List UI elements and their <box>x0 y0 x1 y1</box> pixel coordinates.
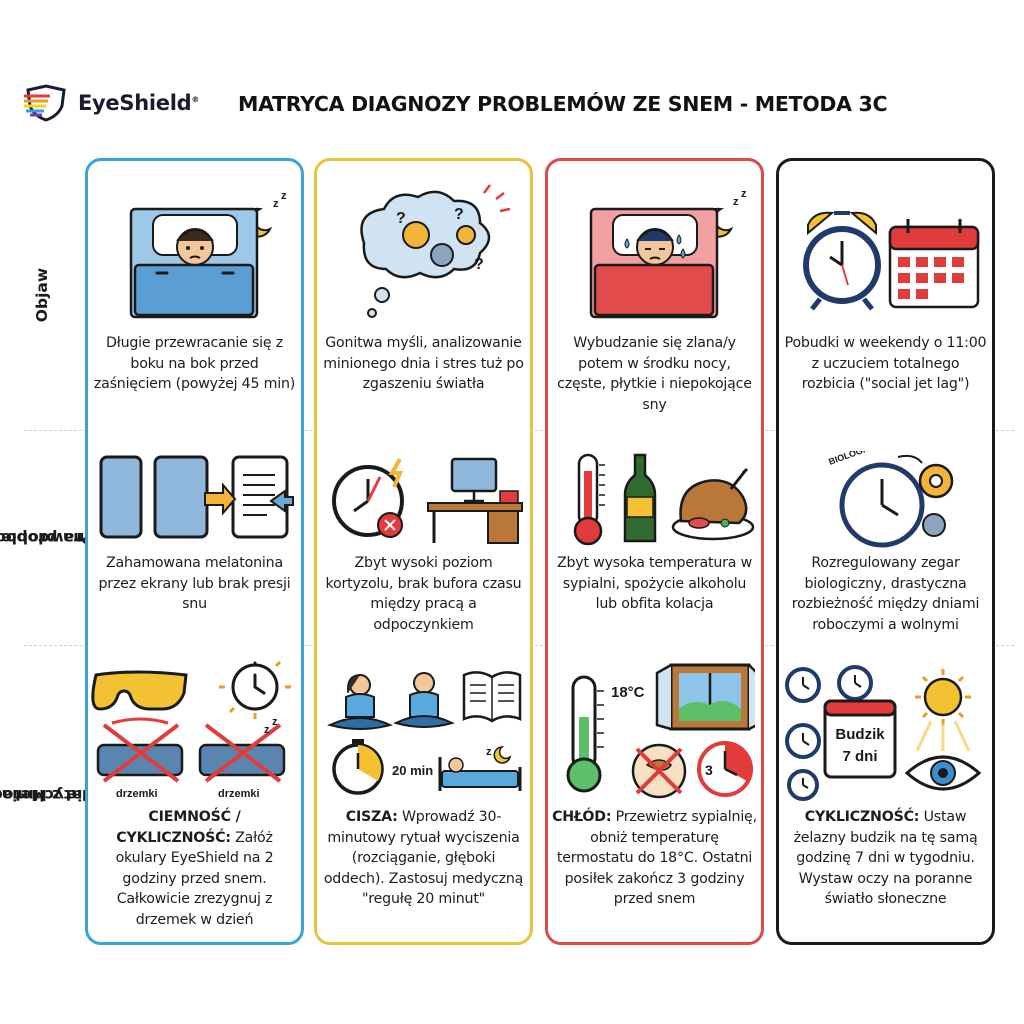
alarm-days-label: 7 dni <box>842 748 877 765</box>
alarm-clocks-icon <box>784 665 873 801</box>
fix-text: CISZA: Wprowadź 30-minutowy rytuał wycis… <box>323 809 524 907</box>
racing-thoughts-icon: ? ? ? <box>359 184 510 318</box>
column-silence: ? ? ? Gonitwa myśli, analizowanie minion… <box>314 158 533 945</box>
fix-text: CYKLICZNOŚĆ: Ustaw żelazny budzik na tę … <box>793 809 978 907</box>
thermometer-icon <box>566 675 604 793</box>
svg-text:z: z <box>281 190 287 202</box>
open-window-icon <box>655 663 755 731</box>
bed-icon: z <box>438 746 521 791</box>
svg-text:?: ? <box>474 256 484 273</box>
row-label-fix: Natychmiastowerozwiązanie z Metody 3C <box>0 786 170 804</box>
clock-label: 3 <box>705 762 713 778</box>
nap-tag: drzemki <box>116 788 158 800</box>
page-title: MATRYCA DIAGNOZY PROBLEMÓW ZE SNEM - MET… <box>238 92 888 116</box>
eye-icon <box>904 755 981 791</box>
timer-label: 20 min <box>392 763 433 778</box>
dinner-plate-icon <box>671 467 754 541</box>
fix-text: CHŁÓD: Przewietrz sypialnię, obniż tempe… <box>552 809 757 907</box>
svg-text:z: z <box>733 196 739 208</box>
symptom-text: Gonitwa myśli, analizowanie minionego dn… <box>323 335 524 392</box>
cause-text: Zbyt wysoka temperatura w sypialni, spoż… <box>556 555 752 612</box>
no-nap-couch-icon: zz <box>96 716 285 783</box>
wine-bottle-icon <box>623 453 656 543</box>
svg-text:?: ? <box>454 206 464 223</box>
timer-icon <box>331 739 384 795</box>
svg-text:?: ? <box>396 210 406 227</box>
thermometer-icon <box>573 453 605 546</box>
meditation-icon <box>326 672 455 730</box>
desk-icon <box>426 457 523 544</box>
svg-text:z: z <box>264 724 270 736</box>
book-icon <box>462 671 521 723</box>
brand-logo: EyeShield® <box>24 84 199 122</box>
alarm-label: Budzik <box>835 726 885 743</box>
column-cyclicity: Pobudki w weekendy o 11:00 z uczuciem to… <box>776 158 995 945</box>
stress-clock-icon <box>331 458 404 538</box>
clock-icon: 3 <box>696 741 753 797</box>
svg-text:z: z <box>273 198 279 210</box>
fix-text: CIEMNOŚĆ / CYKLICZNOŚĆ: Załóż okulary Ey… <box>115 809 274 928</box>
cause-text: Zbyt wysoki poziom kortyzolu, brak bufor… <box>325 555 522 633</box>
symptom-text: Pobudki w weekendy o 11:00 z uczuciem to… <box>784 335 987 392</box>
row-label-symptom: Objaw <box>33 267 51 323</box>
calendar-icon <box>888 219 979 309</box>
devices-icon <box>99 455 294 539</box>
nap-tag: drzemki <box>218 788 260 800</box>
cause-text: Rozregulowany zegar biologiczny, drastyc… <box>791 555 980 633</box>
no-food-icon <box>631 743 686 799</box>
sweating-person-icon: zz <box>589 188 747 319</box>
sleepless-person-icon: zz <box>129 190 287 319</box>
svg-text:z: z <box>486 746 492 758</box>
sun-icon <box>914 669 971 725</box>
svg-text:z: z <box>741 188 747 200</box>
symptom-text: Wybudzanie się zlana/y potem w środku no… <box>557 335 752 413</box>
biological-clock-icon: BIOLOGICZNY <box>827 451 953 548</box>
svg-text:z: z <box>272 716 278 728</box>
alarm-clock-icon <box>802 211 881 311</box>
shield-logo-icon <box>24 84 66 122</box>
brand-name: EyeShield® <box>78 91 200 115</box>
sunglasses-icon: zz drzemki drzemki <box>90 661 291 800</box>
cause-text: Zahamowana melatonina przez ekrany lub b… <box>98 555 291 612</box>
symptom-text: Długie przewracanie się z boku na bok pr… <box>93 335 296 392</box>
row-label-cause: Prawdopodobnaprzyczyna problemu <box>0 528 150 547</box>
temperature-label: 18°C <box>611 684 645 701</box>
header: EyeShield® MATRYCA DIAGNOZY PROBLEMÓW ZE… <box>0 0 1024 150</box>
